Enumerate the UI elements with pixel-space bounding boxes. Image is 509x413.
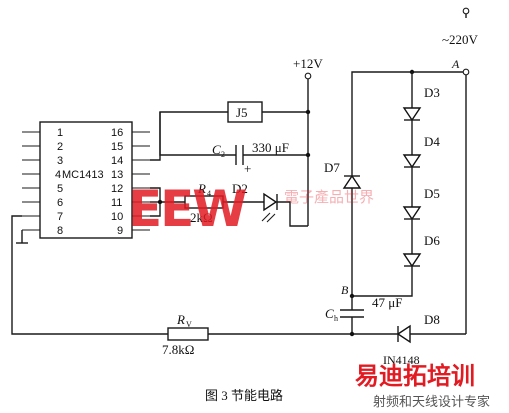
ic-pin-14: 14 [111,155,123,167]
r4-name: R [197,181,206,196]
rv-sub: V [186,320,192,329]
watermark-bottom-main: 易迪拓培训 [355,362,475,390]
ic-pin-9: 9 [117,225,123,237]
diode-d5 [402,206,422,221]
d8-label: D8 [424,312,440,327]
junction-12v-j5 [305,109,311,115]
supply-label: +12V [293,56,323,71]
ic-pin-2: 2 [57,141,63,153]
ic-pin-5: 5 [57,183,63,195]
node-a-terminal [462,68,470,76]
figure-caption: 图 3 节能电路 [205,388,283,403]
ic-pin-11: 11 [111,197,122,209]
ic-mc1413: 1 2 3 4 MC1413 5 6 7 8 16 15 14 13 12 11… [22,121,150,239]
c2-name: C [212,142,221,157]
c2-value: 330 μF [252,140,289,155]
ic-pin-16: 16 [111,127,123,139]
ch-sub: h [334,314,338,323]
r4-value: 2kΩ [190,210,213,225]
ic-pin-4: 4 [55,169,61,181]
ic-pin-8: 8 [57,225,63,237]
ic-pin-13: 13 [111,169,123,181]
diode-d8 [396,324,411,344]
wire-top-bus [351,71,463,296]
supply-terminal [304,72,312,80]
watermark-bottom: 易迪拓培训 射频和天线设计专家 [355,362,490,410]
junction-pin11 [157,199,163,205]
diode-d7 [342,174,362,189]
relay-j5-label: J5 [236,105,248,120]
ic-pin-6: 6 [57,197,63,209]
watermark-eew: EEW 電子產品世界 [128,180,374,238]
d2-label: D2 [232,181,248,196]
ic-left-pin-stubs [22,131,40,231]
ic-pin-15: 15 [111,141,123,153]
diode-d3 [402,107,422,122]
ic-name: MC1413 [62,169,104,181]
d7-label: D7 [324,160,340,175]
diode-d4 [402,154,422,169]
wire-d2-to-rail [277,201,308,227]
ic-pin-12: 12 [111,183,123,195]
rv-value: 7.8kΩ [162,342,194,357]
watermark-eew-text: 電子產品世界 [284,188,374,206]
node-b-label: B [341,283,349,297]
d6-label: D6 [424,233,440,248]
mains-terminal-top [462,7,470,15]
mains-label: ~220V [442,32,479,47]
d8-part: IN4148 [383,353,420,367]
ch-name: C [325,306,334,321]
c2-sub: 2 [221,150,225,159]
d5-label: D5 [424,186,440,201]
led-d2 [261,192,278,223]
node-a-label: A [451,57,460,71]
ground-symbol [16,230,28,244]
junction-ch-bottom [349,331,355,337]
wire-node-b [352,286,413,297]
ic-pin-10: 10 [111,211,123,223]
d3-label: D3 [424,85,440,100]
ic-pin-3: 3 [57,155,63,167]
ic-pin-1: 1 [57,127,63,139]
ic-pin-7: 7 [57,211,63,223]
ch-value: 47 μF [372,295,402,310]
rv-name: R [176,312,185,327]
diode-d6 [402,253,422,268]
ic-body [39,121,133,239]
watermark-eew-logo: EEW [128,180,246,238]
wire-pin7-to-rv [11,215,168,335]
resistor-rv [167,327,209,341]
ic-right-pin-stubs [132,131,150,231]
d4-label: D4 [424,134,440,149]
c2-polarity: + [244,161,251,176]
junction-12v-c2 [305,152,311,158]
r4-sub: 4 [207,189,211,198]
watermark-bottom-sub: 射频和天线设计专家 [373,394,490,410]
wire-to-c2 [159,112,236,156]
